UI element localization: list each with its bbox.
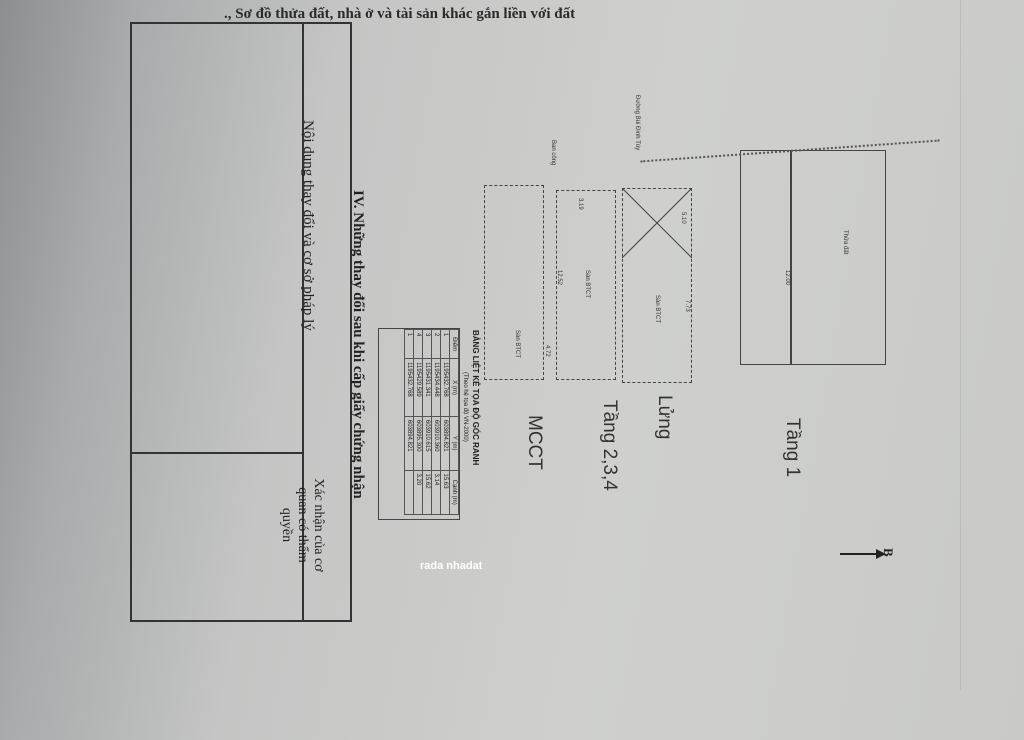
arrow-head-icon — [876, 549, 886, 559]
mezzanine-plan — [622, 188, 692, 383]
dim-label: 12.00 — [784, 270, 790, 286]
dim-label: 3.19 — [577, 198, 583, 210]
mezzanine-floor-label: Sàn BTCT — [654, 295, 660, 324]
dim-label: 4.72 — [544, 345, 550, 357]
mezzanine-label: Lửng — [654, 395, 675, 440]
void-cross-icon — [622, 188, 692, 258]
north-arrow-icon — [840, 553, 880, 555]
coordinate-table-title: BẢNG LIỆT KÊ TỌA ĐỘ GÓC RANH — [471, 330, 480, 466]
floors-234-label: Tầng 2,3,4 — [599, 400, 620, 491]
changes-content-header: Nội dung thay đổi và cơ sở pháp lý — [300, 120, 316, 331]
coordinate-table-subtitle: (Theo hệ tọa độ VN-2000) — [462, 372, 468, 442]
roof-label: MCCT — [524, 415, 545, 470]
header-x: X (m) — [449, 358, 459, 417]
changes-confirm-header: Xác nhận của cơ quan có thẩm quyền — [279, 478, 326, 572]
page-edge — [960, 0, 1024, 690]
floor1-label: Tầng 1 — [782, 418, 803, 478]
dim-label: 12.52 — [556, 270, 562, 286]
changes-table — [130, 22, 352, 622]
page-title: ., Sơ đồ thửa đất, nhà ở và tài sản khác… — [224, 6, 576, 22]
floor1-plot — [740, 150, 886, 365]
header-point: Điểm — [449, 329, 459, 359]
neighbor-label: Thửa đất — [842, 230, 848, 255]
header-y: Y (m) — [449, 416, 459, 471]
header-edge: Cạnh (m) — [449, 470, 459, 515]
upper-floor-label: Sàn BTCT — [584, 270, 590, 299]
dim-label: 7.73 — [684, 300, 690, 312]
table-header-row: Điểm X (m) Y (m) Cạnh (m) — [449, 329, 459, 515]
roof-plan — [484, 185, 544, 380]
upper-floors-plan — [556, 190, 616, 380]
north-label: B — [881, 548, 896, 557]
dim-label: 5.10 — [680, 212, 686, 224]
roof-floor-label: Sàn BTCT — [514, 330, 520, 359]
changes-heading: IV. Những thay đổi sau khi cấp giấy chứn… — [350, 190, 366, 499]
balcony-label: Ban công — [550, 140, 556, 166]
watermark-logo: rada nhadat — [420, 560, 483, 572]
road-label: Đường Bùi Đình Túy — [634, 95, 640, 151]
